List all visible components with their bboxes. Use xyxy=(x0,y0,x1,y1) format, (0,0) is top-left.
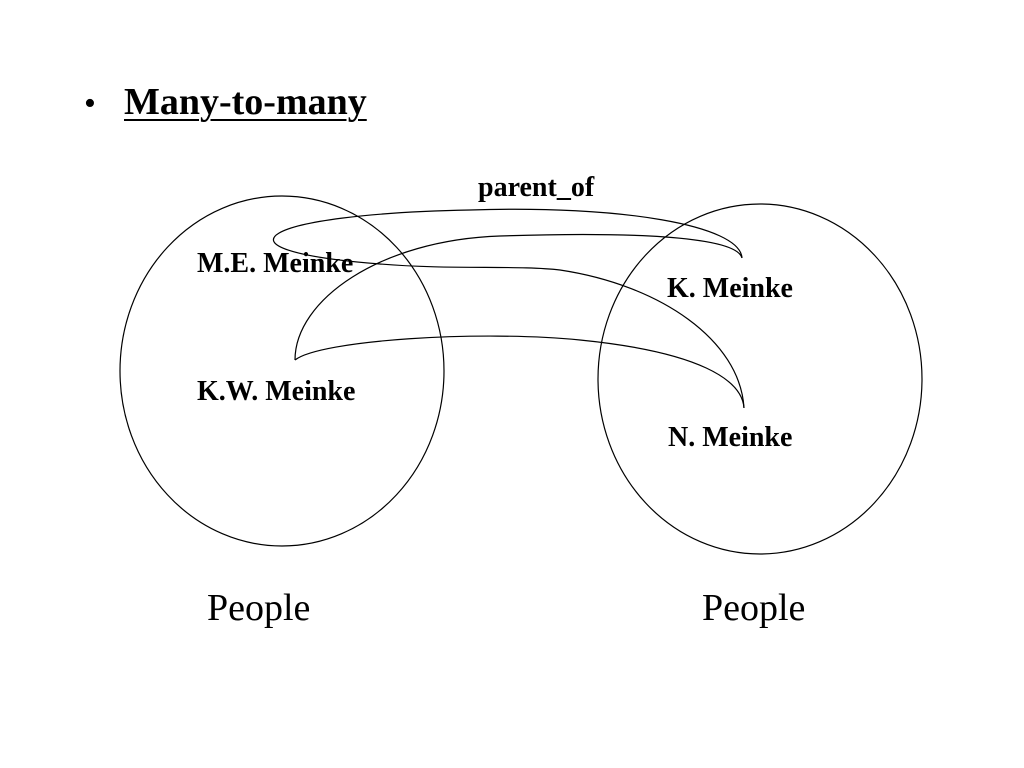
left-member-2: K.W. Meinke xyxy=(197,376,355,407)
right-member-1: K. Meinke xyxy=(667,273,793,304)
link-me-to-n xyxy=(379,263,745,409)
link-me-to-k xyxy=(272,208,743,265)
link-kw-to-k xyxy=(294,233,743,361)
right-set-ellipse xyxy=(597,203,923,555)
slide-title: • Many-to-many xyxy=(84,78,367,128)
right-member-2: N. Meinke xyxy=(668,422,792,453)
left-member-1: M.E. Meinke xyxy=(197,248,353,279)
title-text: Many-to-many xyxy=(124,81,367,123)
link-kw-to-n xyxy=(294,335,745,409)
left-set-label: People xyxy=(207,587,310,629)
relationship-label: parent_of xyxy=(478,172,595,203)
bullet-icon: • xyxy=(84,85,96,122)
left-set-ellipse xyxy=(119,195,445,547)
right-set-label: People xyxy=(702,587,805,629)
